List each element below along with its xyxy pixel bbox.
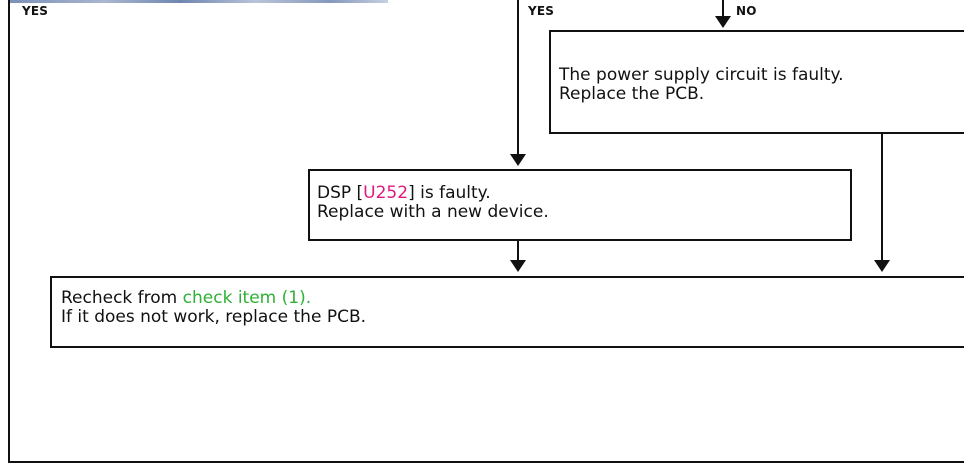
arrowhead-yes-to-dsp [510, 154, 526, 166]
dsp-line-1: DSP [U252] is faulty. [317, 184, 844, 203]
arrowhead-no-to-power [715, 16, 731, 28]
yes-label-middle: YES [528, 4, 555, 18]
check-item-link[interactable]: check item (1). [182, 288, 312, 308]
recheck-prefix: Recheck from [61, 288, 183, 308]
dsp-line-2: Replace with a new device. [317, 202, 549, 222]
recheck-line-2: If it does not work, replace the PCB. [61, 307, 367, 327]
arrowhead-power-to-recheck [874, 260, 890, 272]
no-label-right: NO [736, 4, 757, 18]
dsp-faulty-box: DSP [U252] is faulty. Replace with a new… [308, 169, 852, 241]
power-supply-line-1: The power supply circuit is faulty. [559, 65, 844, 85]
connector-yes-to-dsp [517, 0, 519, 154]
power-supply-faulty-box: The power supply circuit is faulty. Repl… [549, 30, 964, 134]
yes-label-left: YES [22, 4, 49, 18]
recheck-box: Recheck from check item (1). If it does … [50, 276, 964, 348]
cropped-header-strip [10, 0, 388, 3]
connector-no-to-power [722, 0, 724, 16]
connector-dsp-to-recheck [517, 241, 519, 260]
frame-left-border [8, 0, 10, 463]
recheck-line-1: Recheck from check item (1). [61, 289, 960, 308]
dsp-suffix: ] is faulty. [408, 183, 491, 203]
arrowhead-dsp-to-recheck [510, 260, 526, 272]
frame-bottom-border [8, 461, 964, 463]
power-supply-line-2: Replace the PCB. [559, 84, 705, 104]
dsp-part-ref[interactable]: U252 [363, 183, 409, 203]
dsp-prefix: DSP [ [317, 183, 364, 203]
connector-power-to-recheck [881, 134, 883, 260]
